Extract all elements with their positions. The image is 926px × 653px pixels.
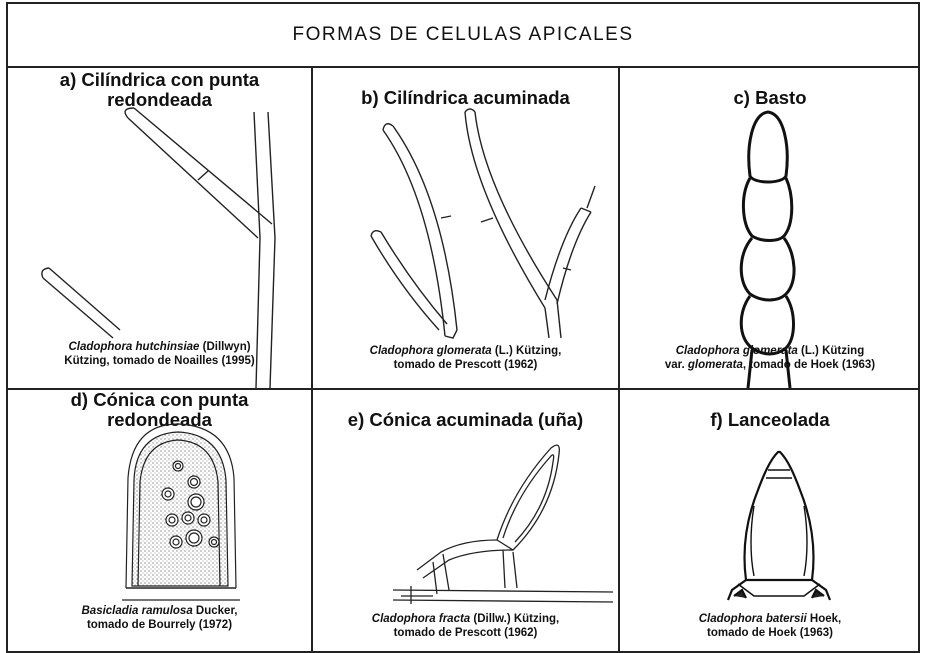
panel-a-cilindrica-punta-redondeada: a) Cilíndrica con punta redondeada Clado…	[8, 68, 311, 388]
panel-caption: Basicladia ramulosa Ducker, tomado de Bo…	[8, 604, 311, 632]
species-name: Basicladia ramulosa	[82, 605, 193, 617]
caption-line: tomado de Prescott (1962)	[313, 626, 618, 640]
illustration-barrel-chain	[620, 68, 920, 388]
panel-c-basto: c) Basto Cladophora glomerata (L.) Kützi…	[620, 68, 920, 388]
caption-line: Cladophora batersii Hoek,	[620, 612, 920, 626]
panel-d-conica-punta-redondeada: d) Cónica con punta redondeada	[8, 390, 311, 651]
caption-line: Cladophora hutchinsiae (Dillwyn)	[8, 340, 311, 354]
figure-title: FORMAS DE CELULAS APICALES	[8, 4, 918, 68]
caption-line: tomado de Prescott (1962)	[313, 358, 618, 372]
panel-caption: Cladophora batersii Hoek, tomado de Hoek…	[620, 612, 920, 640]
figure-plate: FORMAS DE CELULAS APICALES a) Cilíndrica…	[6, 2, 920, 653]
panel-caption: Cladophora glomerata (L.) Kützing var. g…	[620, 344, 920, 372]
illustration-cylindrical-acuminate	[313, 68, 618, 388]
species-name: Cladophora fracta	[372, 613, 470, 625]
caption-line: var. glomerata, tomado de Hoek (1963)	[620, 358, 920, 372]
species-name: Cladophora glomerata	[676, 345, 798, 357]
panel-e-conica-acuminada: e) Cónica acuminada (uña) Cladophora fra…	[313, 390, 618, 651]
panel-b-cilindrica-acuminada: b) Cilíndrica acuminada	[313, 68, 618, 388]
species-name: Cladophora glomerata	[370, 345, 492, 357]
panel-f-lanceolada: f) Lanceolada Cladophora batersii Hoek, …	[620, 390, 920, 651]
panel-caption: Cladophora hutchinsiae (Dillwyn) Kützing…	[8, 340, 311, 368]
panel-caption: Cladophora fracta (Dillw.) Kützing, toma…	[313, 612, 618, 640]
caption-line: Cladophora glomerata (L.) Kützing,	[313, 344, 618, 358]
species-name: Cladophora batersii	[699, 613, 807, 625]
panel-caption: Cladophora glomerata (L.) Kützing, tomad…	[313, 344, 618, 372]
caption-line: Cladophora glomerata (L.) Kützing	[620, 344, 920, 358]
species-name: Cladophora hutchinsiae	[68, 341, 199, 353]
caption-line: Kützing, tomado de Noailles (1995)	[8, 354, 311, 368]
caption-line: tomado de Bourrely (1972)	[8, 618, 311, 632]
caption-line: Cladophora fracta (Dillw.) Kützing,	[313, 612, 618, 626]
caption-line: tomado de Hoek (1963)	[620, 626, 920, 640]
caption-line: Basicladia ramulosa Ducker,	[8, 604, 311, 618]
